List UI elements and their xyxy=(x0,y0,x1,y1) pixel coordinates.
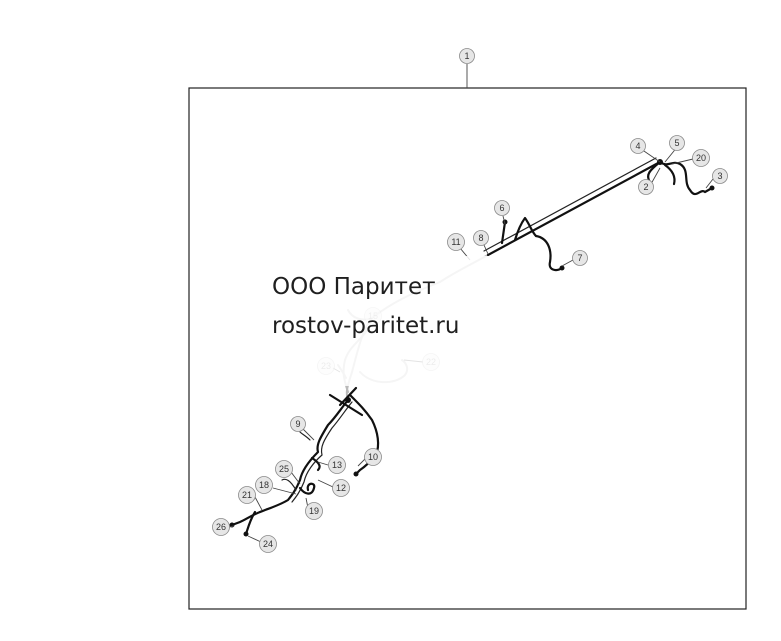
callout-26: 26 xyxy=(212,518,230,536)
callout-21: 21 xyxy=(238,486,256,504)
callout-label: 6 xyxy=(499,203,504,213)
callout-19: 19 xyxy=(305,502,323,520)
callout-label: 2 xyxy=(643,182,648,192)
watermark-website: rostov-paritet.ru xyxy=(272,313,459,339)
callout-18: 18 xyxy=(255,476,273,494)
watermark: ООО Паритет rostov-paritet.ru xyxy=(248,256,536,386)
callout-24: 24 xyxy=(259,535,277,553)
callout-label: 3 xyxy=(717,171,722,181)
callout-label: 20 xyxy=(696,153,706,163)
callout-25: 25 xyxy=(275,460,293,478)
callout-label: 1 xyxy=(464,51,469,61)
callout-label: 9 xyxy=(295,419,300,429)
callout-1: 1 xyxy=(459,48,475,64)
callout-7: 7 xyxy=(572,250,588,266)
callout-label: 18 xyxy=(259,480,269,490)
callout-label: 5 xyxy=(674,138,679,148)
callout-9: 9 xyxy=(290,416,306,432)
callout-label: 7 xyxy=(577,253,582,263)
callout-12: 12 xyxy=(332,479,350,497)
callout-label: 11 xyxy=(451,237,460,247)
callout-4: 4 xyxy=(630,138,646,154)
callout-label: 8 xyxy=(478,233,483,243)
diagram-frame xyxy=(188,87,747,610)
callout-label: 4 xyxy=(635,141,640,151)
callout-10: 10 xyxy=(364,448,382,466)
callout-11: 11 xyxy=(447,233,465,251)
callout-label: 19 xyxy=(309,506,319,516)
callout-2: 2 xyxy=(638,179,654,195)
callout-label: 26 xyxy=(216,522,226,532)
callout-3: 3 xyxy=(712,168,728,184)
callout-label: 10 xyxy=(368,452,378,462)
callout-label: 13 xyxy=(332,460,342,470)
harness-lower-trunk xyxy=(229,386,380,537)
callout-label: 12 xyxy=(336,483,346,493)
callout-20: 20 xyxy=(692,149,710,167)
callout-label: 24 xyxy=(263,539,273,549)
callout-5: 5 xyxy=(669,135,685,151)
callout-6: 6 xyxy=(494,200,510,216)
watermark-company-name: ООО Паритет xyxy=(272,274,436,300)
callout-label: 21 xyxy=(242,490,252,500)
harness-upper-trunk xyxy=(483,157,715,272)
callout-label: 25 xyxy=(279,464,289,474)
callout-13: 13 xyxy=(328,456,346,474)
callout-8: 8 xyxy=(473,230,489,246)
